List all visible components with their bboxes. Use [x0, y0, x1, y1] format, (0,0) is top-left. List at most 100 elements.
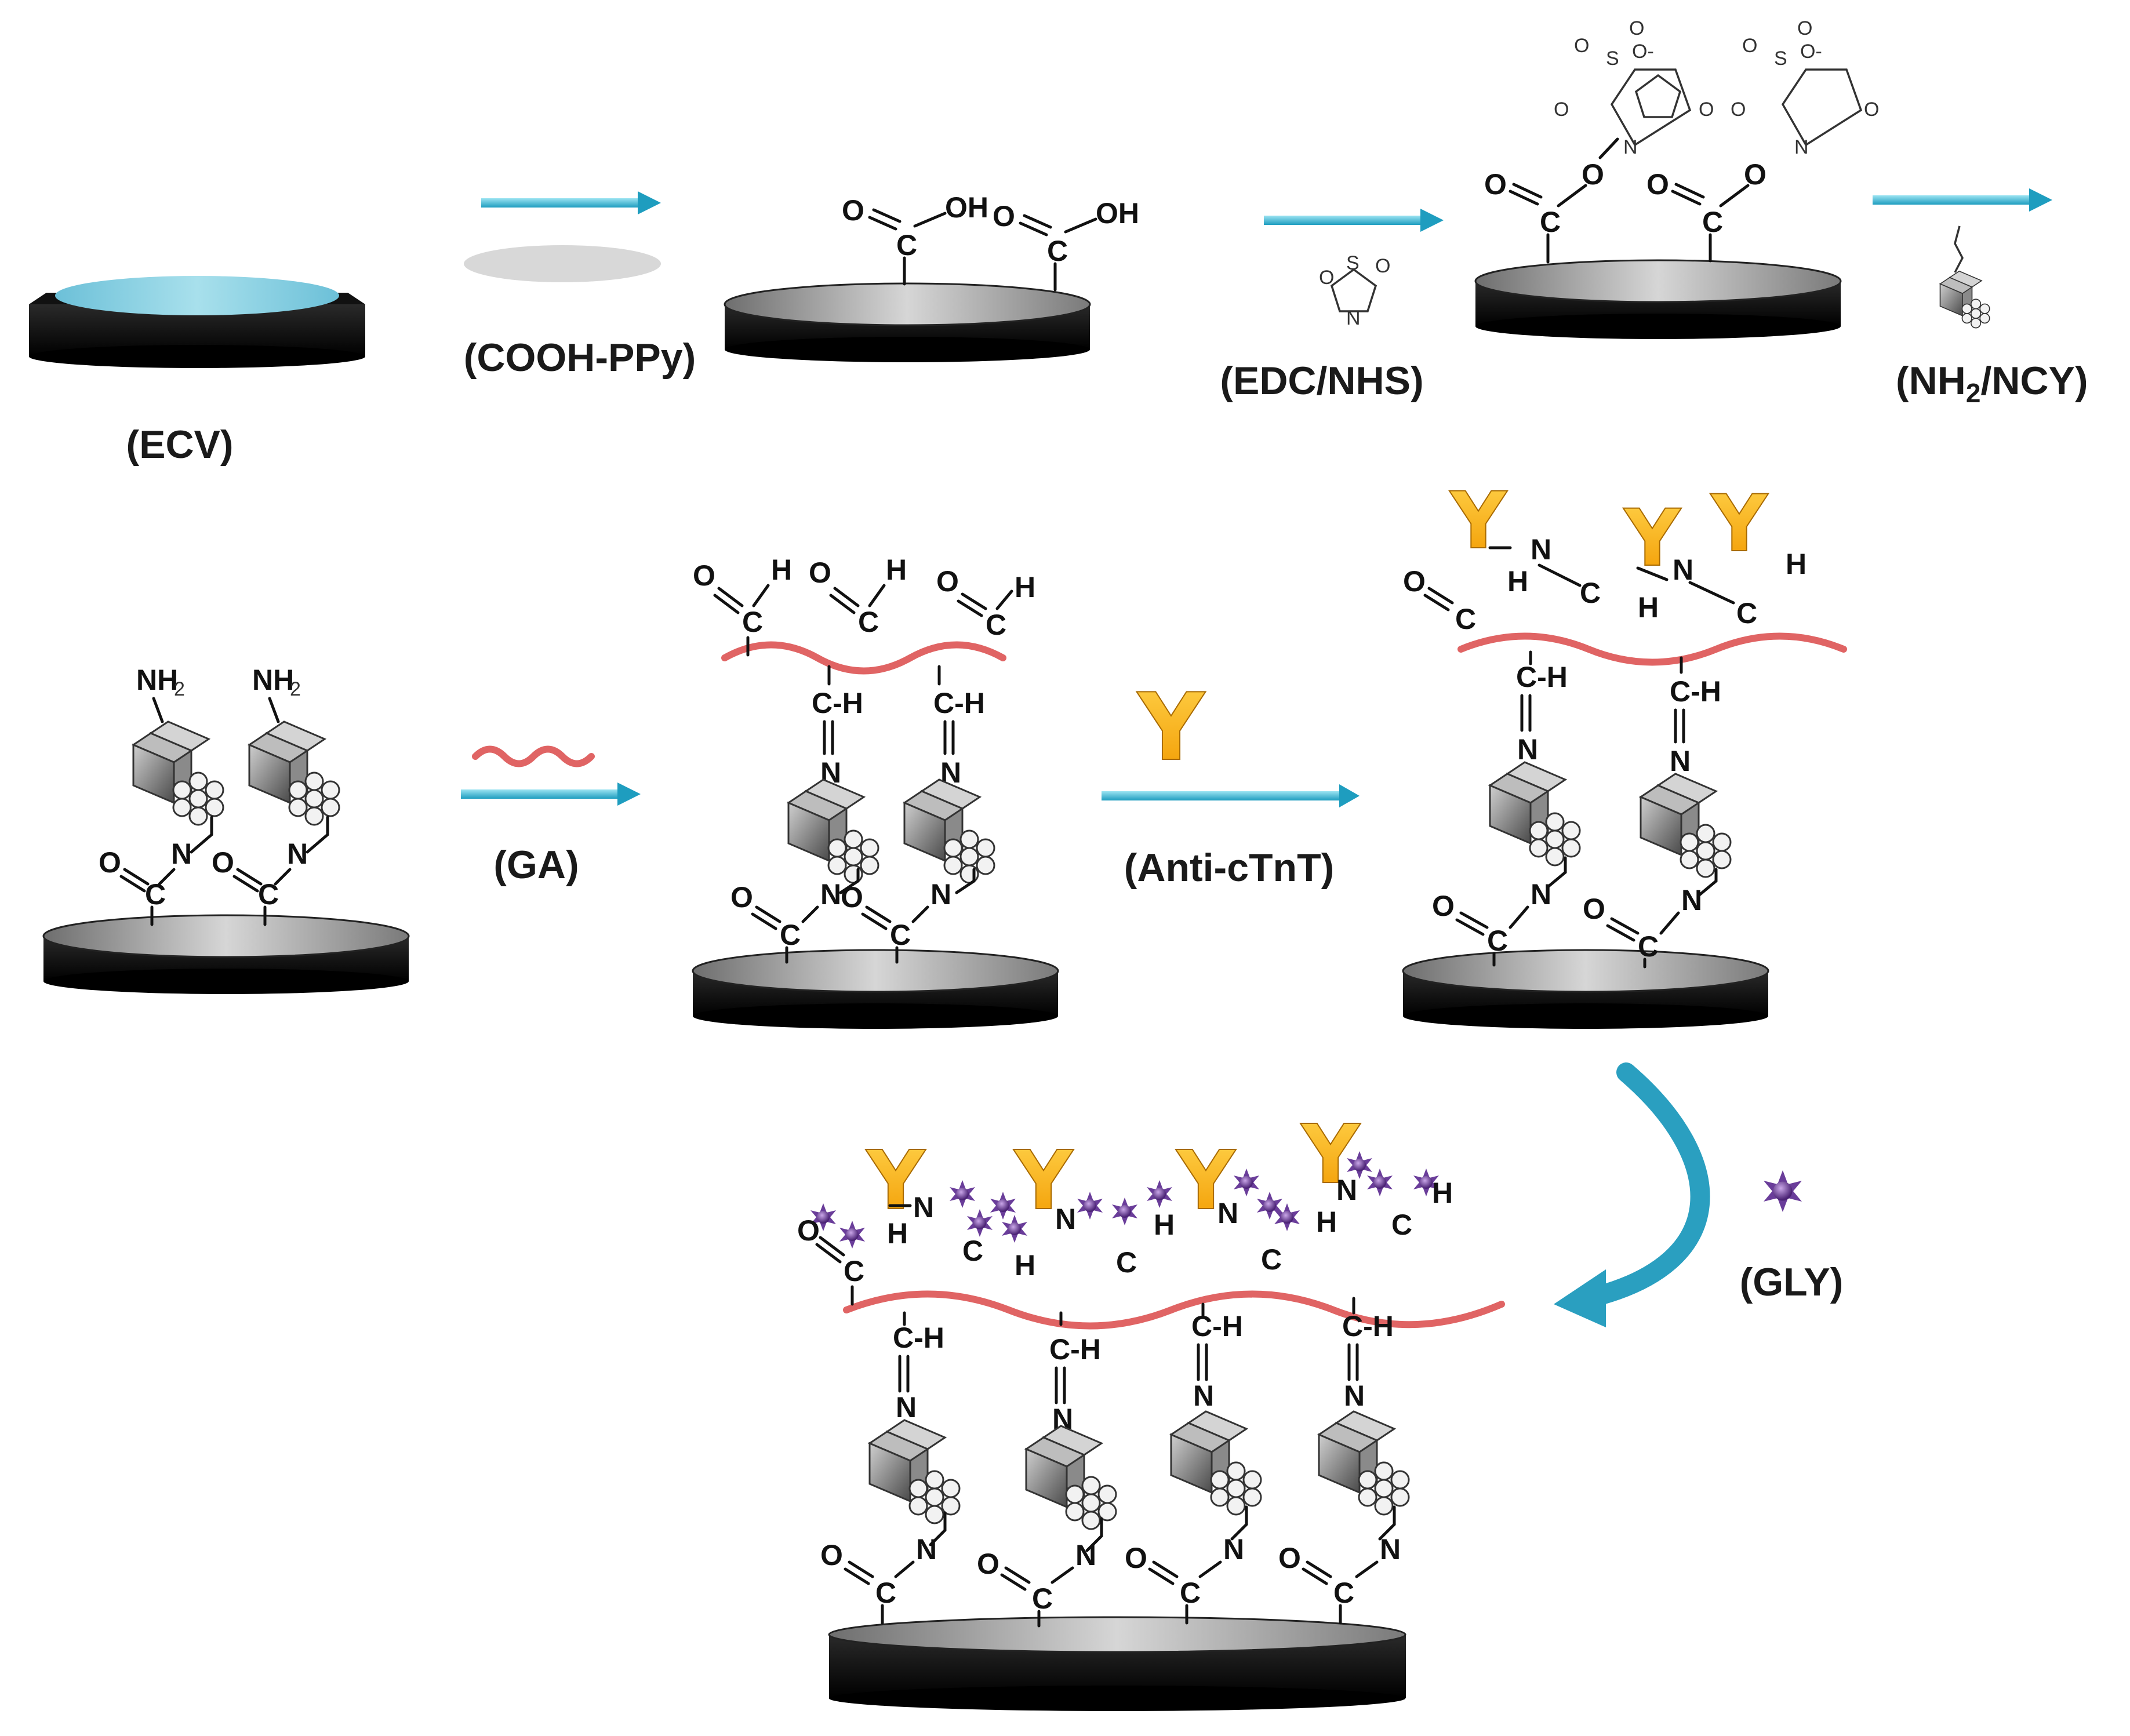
- svg-text:C: C: [890, 919, 911, 951]
- svg-text:2: 2: [174, 678, 185, 700]
- svg-text:O: O: [1125, 1542, 1147, 1574]
- glycine: [1147, 1180, 1172, 1208]
- svg-text:N: N: [1681, 884, 1702, 916]
- amide-ncy-unit: NH 2 N C O: [212, 664, 340, 926]
- svg-text:C: C: [896, 229, 917, 261]
- svg-text:N: N: [1517, 733, 1538, 766]
- svg-text:C-H: C-H: [1049, 1333, 1101, 1366]
- svg-text:OH: OH: [945, 191, 988, 224]
- svg-text:C: C: [780, 919, 801, 951]
- svg-text:C: C: [1702, 206, 1723, 238]
- glycine: [839, 1221, 865, 1249]
- ecv-electrode: [29, 276, 365, 368]
- imine-ncy-unit: C-H N N C O: [1583, 656, 1732, 969]
- imine-ncy-unit: C-H N N C O: [1278, 1297, 1410, 1625]
- ppy-film-icon: [464, 245, 661, 282]
- svg-text:C: C: [875, 1577, 896, 1609]
- svg-text:O: O: [693, 559, 715, 592]
- svg-text:C: C: [844, 1255, 864, 1287]
- label-ecv: (ECV): [126, 423, 233, 467]
- svg-text:C: C: [1487, 925, 1508, 957]
- svg-text:H: H: [1638, 591, 1659, 624]
- svg-text:O: O: [1742, 35, 1757, 57]
- svg-text:N: N: [820, 878, 841, 911]
- amine-ncy-icon: [1939, 225, 1990, 329]
- arrow-step-1: [481, 191, 661, 214]
- svg-text:S: S: [1774, 48, 1787, 70]
- svg-text:O: O: [1574, 35, 1589, 57]
- glycine: [990, 1192, 1016, 1220]
- label-edc-nhs: (EDC/NHS): [1220, 359, 1423, 403]
- label-anti-ctnt: (Anti-cTnT): [1124, 846, 1335, 890]
- svg-text:N: N: [1223, 1533, 1244, 1566]
- svg-text:N: N: [1075, 1539, 1096, 1571]
- antibody: Y: [1175, 1134, 1236, 1228]
- glycine: [1234, 1169, 1259, 1196]
- svg-text:N: N: [1623, 136, 1638, 158]
- svg-text:C-H: C-H: [1342, 1310, 1394, 1342]
- svg-text:C: C: [1047, 235, 1068, 267]
- imine-ncy-unit: C-H N N C O: [1125, 1302, 1262, 1625]
- svg-text:O: O: [809, 556, 831, 589]
- svg-text:N: N: [1336, 1174, 1357, 1206]
- nhs-reagent-icon: N S O O: [1319, 252, 1390, 329]
- svg-text:N: N: [1346, 307, 1361, 329]
- svg-text:C: C: [1333, 1577, 1354, 1609]
- antibody-electrode: Y Y Y N C O H C H N C H C-H N N C O: [1402, 475, 1847, 1030]
- svg-text:O: O: [99, 846, 121, 879]
- svg-text:N: N: [930, 878, 951, 911]
- label-ga: (GA): [493, 843, 579, 887]
- antibody: Y: [1300, 1108, 1361, 1202]
- svg-text:C: C: [986, 609, 1006, 641]
- ncy-electrode: NH 2 N C O NH 2 N C O: [42, 664, 410, 995]
- svg-text:O: O: [842, 194, 864, 227]
- svg-text:2: 2: [290, 678, 301, 700]
- antibody: Y: [865, 1134, 926, 1228]
- arrow-step-4: [461, 783, 641, 806]
- carboxyl-group: C O OH: [842, 191, 988, 286]
- aldehyde-group: C O H: [936, 565, 1035, 641]
- svg-text:N: N: [1531, 878, 1551, 911]
- arrow-step-5: [1102, 791, 1339, 800]
- svg-text:C: C: [1638, 930, 1659, 963]
- svg-text:N: N: [1531, 533, 1551, 566]
- svg-text:C-H: C-H: [893, 1322, 944, 1354]
- nhs-ester-group: C O O N O O S O O O-: [1646, 17, 1879, 263]
- svg-text:N: N: [287, 838, 308, 870]
- svg-text:C-H: C-H: [1191, 1310, 1243, 1342]
- ga-chain: [1457, 632, 1847, 666]
- svg-text:O: O: [1797, 17, 1812, 39]
- svg-text:O: O: [1375, 255, 1390, 277]
- svg-text:O: O: [212, 846, 234, 879]
- svg-text:O: O: [1744, 158, 1766, 191]
- label-cooh-ppy: (COOH-PPy): [464, 336, 696, 380]
- glycine: [1367, 1169, 1393, 1196]
- svg-text:O: O: [1319, 267, 1334, 289]
- svg-text:C: C: [1032, 1582, 1053, 1615]
- svg-text:O: O: [1403, 565, 1426, 598]
- svg-text:N: N: [1217, 1197, 1238, 1229]
- svg-text:C: C: [858, 606, 879, 638]
- svg-text:H: H: [771, 554, 792, 586]
- antibody: Y: [1623, 493, 1682, 584]
- svg-text:C: C: [1540, 206, 1561, 238]
- svg-text:C: C: [1455, 603, 1476, 635]
- imine-ncy-unit: C-H N N C O: [1432, 650, 1581, 967]
- svg-text:H: H: [1015, 1249, 1035, 1282]
- svg-text:C-H: C-H: [812, 687, 863, 719]
- svg-text:N: N: [1794, 136, 1809, 158]
- aldehyde-group: C O H: [693, 554, 792, 657]
- imine-ncy-unit: C-H N N C O: [730, 665, 879, 964]
- svg-text:N: N: [1344, 1380, 1365, 1412]
- svg-text:C: C: [962, 1235, 983, 1267]
- svg-text:N: N: [913, 1191, 934, 1224]
- svg-text:O: O: [993, 200, 1015, 232]
- svg-text:C: C: [1116, 1246, 1137, 1279]
- antibody: Y: [1449, 475, 1508, 566]
- svg-text:O: O: [1583, 893, 1605, 925]
- svg-text:C-H: C-H: [1670, 675, 1721, 708]
- svg-text:C: C: [1580, 577, 1601, 609]
- arrow-step-3: [1873, 188, 2052, 212]
- svg-text:C: C: [742, 606, 763, 638]
- svg-text:H: H: [887, 1217, 908, 1250]
